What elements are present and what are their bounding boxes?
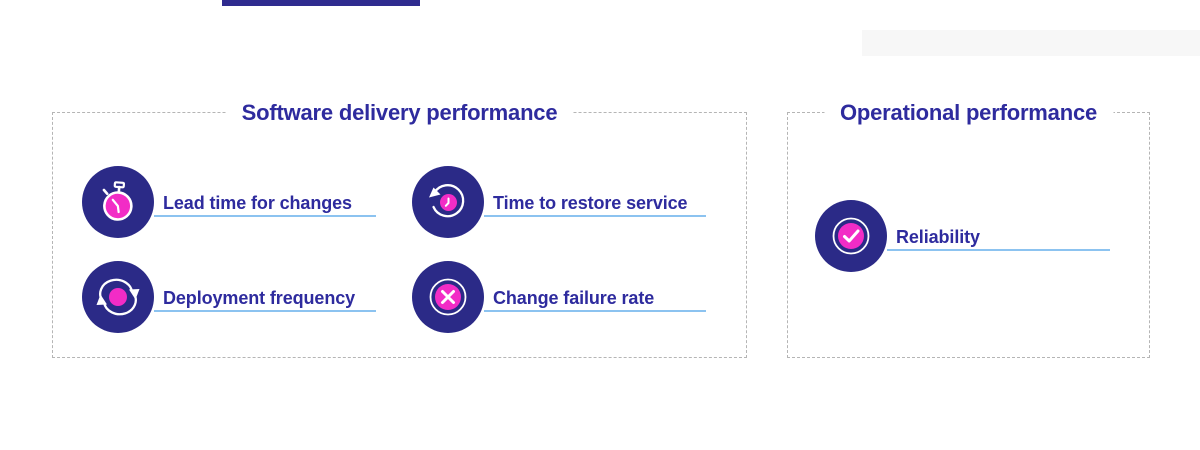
- software-delivery-panel: Software delivery performance Lead time …: [52, 100, 747, 358]
- label-underline: [887, 249, 1110, 251]
- x-circle-icon: [412, 261, 484, 333]
- operational-panel: Operational performance Reliability: [787, 100, 1150, 358]
- metric-change-failure-rate: Change failure rate: [412, 261, 706, 333]
- cropped-banner-bar: [222, 0, 420, 6]
- metric-reliability: Reliability: [815, 200, 1111, 272]
- operational-panel-title: Operational performance: [823, 100, 1114, 126]
- metric-label: Deployment frequency: [163, 288, 356, 308]
- metric-label: Time to restore service: [493, 193, 688, 213]
- software-delivery-panel-title: Software delivery performance: [225, 100, 574, 126]
- label-underline: [154, 215, 376, 217]
- metric-label: Lead time for changes: [163, 193, 352, 213]
- sync-arrows-icon: [82, 261, 154, 333]
- metric-deployment-frequency: Deployment frequency: [82, 261, 376, 333]
- metric-lead-time: Lead time for changes: [82, 166, 376, 238]
- metric-label: Reliability: [896, 227, 980, 247]
- stopwatch-icon: [82, 166, 154, 238]
- label-underline: [484, 215, 706, 217]
- label-underline: [154, 310, 376, 312]
- metric-time-to-restore: Time to restore service: [412, 166, 706, 238]
- restore-clock-icon: [412, 166, 484, 238]
- cropped-gray-box: [862, 30, 1200, 56]
- metric-label: Change failure rate: [493, 288, 655, 308]
- label-underline: [484, 310, 706, 312]
- check-circle-icon: [815, 200, 887, 272]
